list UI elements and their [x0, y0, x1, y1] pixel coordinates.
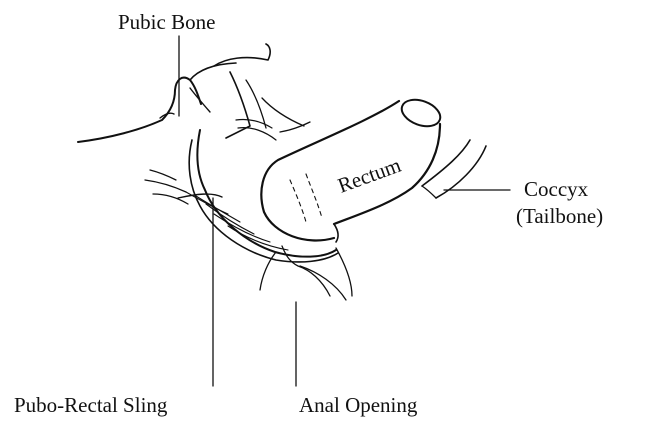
perineal-tissue	[260, 246, 352, 300]
pubo-rectal-sling-label: Pubo-Rectal Sling	[14, 395, 167, 416]
rectum-ring-dash-1	[290, 180, 306, 222]
rectum-label: Rectum	[335, 153, 405, 198]
tailbone-label: (Tailbone)	[516, 206, 603, 227]
pubo-rectal-sling	[145, 130, 338, 262]
levator-folds	[226, 72, 310, 140]
coccyx	[422, 140, 486, 198]
anal-opening-label: Anal Opening	[299, 395, 417, 416]
rectum-ring-dash-2	[306, 174, 322, 218]
pubic-bone-label: Pubic Bone	[118, 12, 215, 33]
coccyx-label: Coccyx	[524, 179, 588, 200]
